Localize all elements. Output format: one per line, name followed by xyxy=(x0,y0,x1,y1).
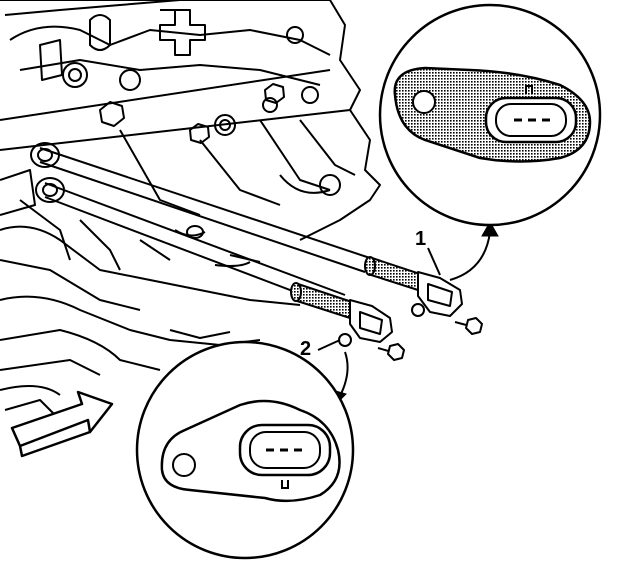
callout-label-1: 1 xyxy=(415,228,427,250)
leader-lines xyxy=(317,231,491,397)
callout-label-2: 2 xyxy=(300,338,312,360)
detail-view-1 xyxy=(378,3,602,227)
sensor-1 xyxy=(364,256,483,335)
detail-view-2 xyxy=(135,340,355,560)
direction-arrow xyxy=(10,390,114,458)
sensor-2 xyxy=(290,282,405,361)
